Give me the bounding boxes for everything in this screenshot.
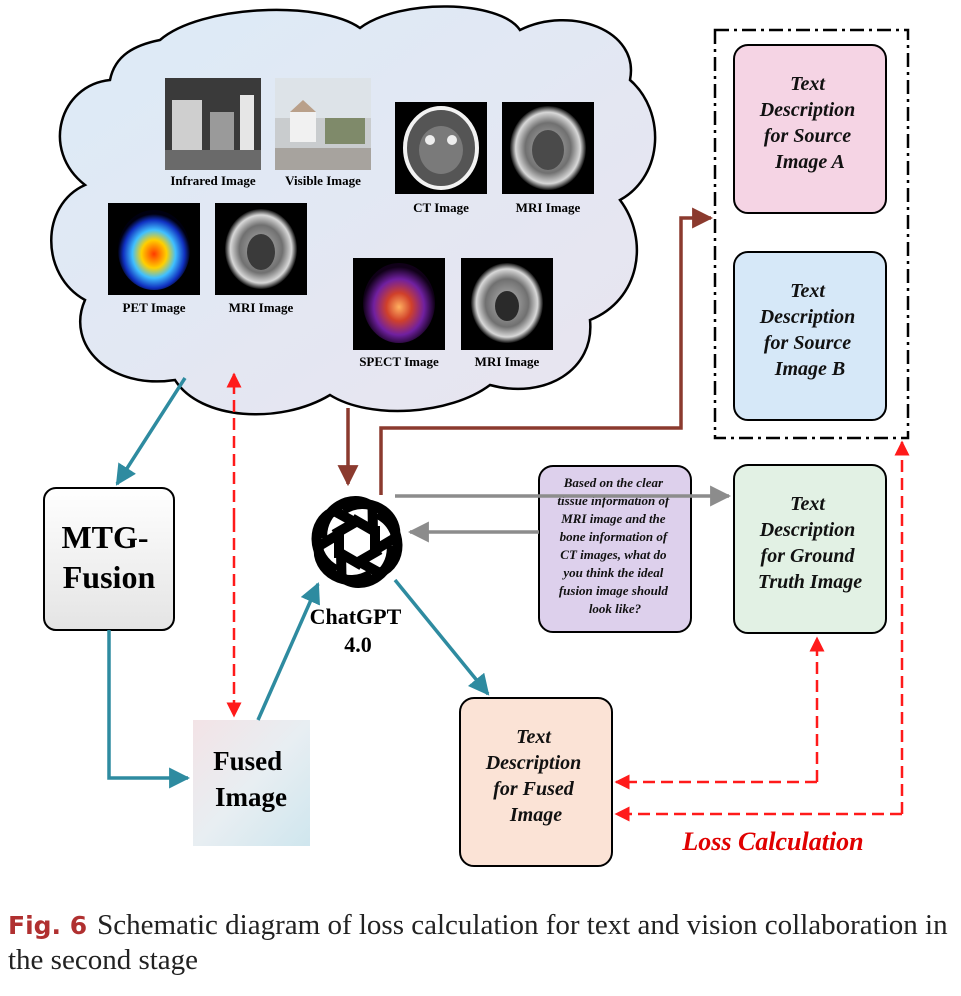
caption-text: Schematic diagram of loss calculation fo… bbox=[8, 909, 948, 976]
prompt-text: Based on the clear tissue information of… bbox=[557, 475, 672, 616]
arrow-mtg-to-fused bbox=[107, 630, 191, 789]
arrow-chatgpt-to-fused-text bbox=[393, 578, 490, 696]
text-fused-label: Text Description for Fused Image bbox=[485, 726, 587, 826]
thumb-label-mri-3: MRI Image bbox=[475, 354, 540, 369]
chatgpt-label: ChatGPT 4.0 bbox=[310, 604, 407, 657]
text-source-a-box bbox=[733, 44, 887, 214]
thumb-label-mri-1: MRI Image bbox=[516, 200, 581, 215]
mri-image-thumb-2 bbox=[215, 203, 307, 295]
visible-image-thumb bbox=[275, 78, 371, 170]
prompt-box bbox=[538, 465, 692, 633]
source-text-group bbox=[713, 28, 910, 440]
fused-image-label: Fused Image bbox=[213, 746, 289, 812]
text-source-b-label: Text Description for Source Image B bbox=[759, 280, 861, 380]
text-ground-truth-label: Text Description for Ground Truth Image bbox=[758, 493, 862, 593]
text-source-b-box bbox=[733, 251, 887, 421]
thumb-label-pet: PET Image bbox=[123, 300, 186, 315]
text-fused-box bbox=[459, 697, 613, 867]
openai-logo-icon bbox=[311, 496, 403, 588]
ct-image-thumb bbox=[395, 102, 487, 194]
arrow-chatgpt-to-source-texts bbox=[379, 207, 714, 495]
arrow-cloud-to-mtg bbox=[115, 377, 187, 486]
fused-image-box bbox=[193, 720, 310, 846]
text-ground-truth-box bbox=[733, 464, 887, 634]
thumb-label-ct: CT Image bbox=[413, 200, 469, 215]
pet-image-thumb bbox=[108, 203, 200, 295]
spect-image-thumb bbox=[353, 258, 445, 350]
mri-image-thumb-3 bbox=[461, 258, 553, 350]
mtg-fusion-label: MTG- Fusion bbox=[61, 519, 156, 595]
arrow-fused-to-chatgpt bbox=[256, 582, 320, 721]
text-source-a-label: Text Description for Source Image A bbox=[759, 73, 861, 173]
figure-number: Fig. 6 bbox=[8, 911, 88, 940]
mri-image-thumb-1 bbox=[502, 102, 594, 194]
infrared-image-thumb bbox=[165, 78, 261, 170]
thumb-label-spect: SPECT Image bbox=[359, 354, 439, 369]
loss-calculation-label: Loss Calculation bbox=[681, 827, 863, 856]
thumb-label-visible: Visible Image bbox=[285, 173, 361, 188]
thumb-label-mri-2: MRI Image bbox=[229, 300, 294, 315]
thumb-label-infrared: Infrared Image bbox=[170, 173, 256, 188]
